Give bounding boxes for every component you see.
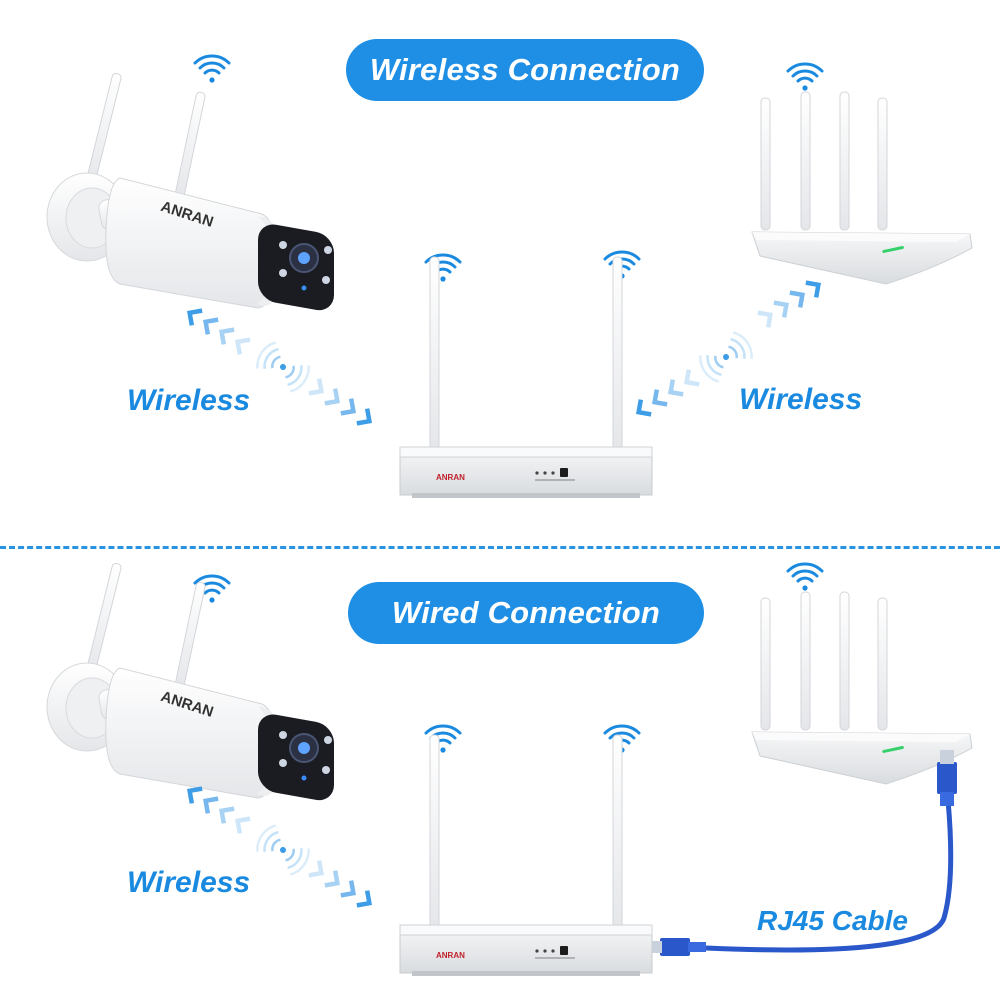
wired-connection-title: Wired Connection	[348, 582, 704, 644]
nvr-logo: ANRAN	[436, 473, 465, 482]
wifi-icon	[786, 562, 824, 593]
camera-wireless-label: Wireless	[127, 866, 251, 899]
rj45-cable	[652, 750, 957, 956]
router-wireless-label: Wireless	[739, 383, 863, 416]
security-camera	[46, 561, 335, 805]
nvr-recorder	[399, 734, 653, 977]
security-camera	[46, 71, 335, 315]
wifi-router	[751, 591, 973, 785]
camera-wireless-label: Wireless	[127, 384, 251, 417]
rj45-cable-label: RJ45 Cable	[757, 905, 908, 936]
nvr-logo: ANRAN	[436, 951, 465, 960]
wifi-router	[751, 91, 973, 285]
wifi-icon	[193, 54, 231, 85]
section-divider	[0, 546, 1000, 549]
nvr-recorder	[399, 256, 653, 499]
wifi-icon	[786, 62, 824, 93]
wireless-connection-title: Wireless Connection	[346, 39, 704, 101]
